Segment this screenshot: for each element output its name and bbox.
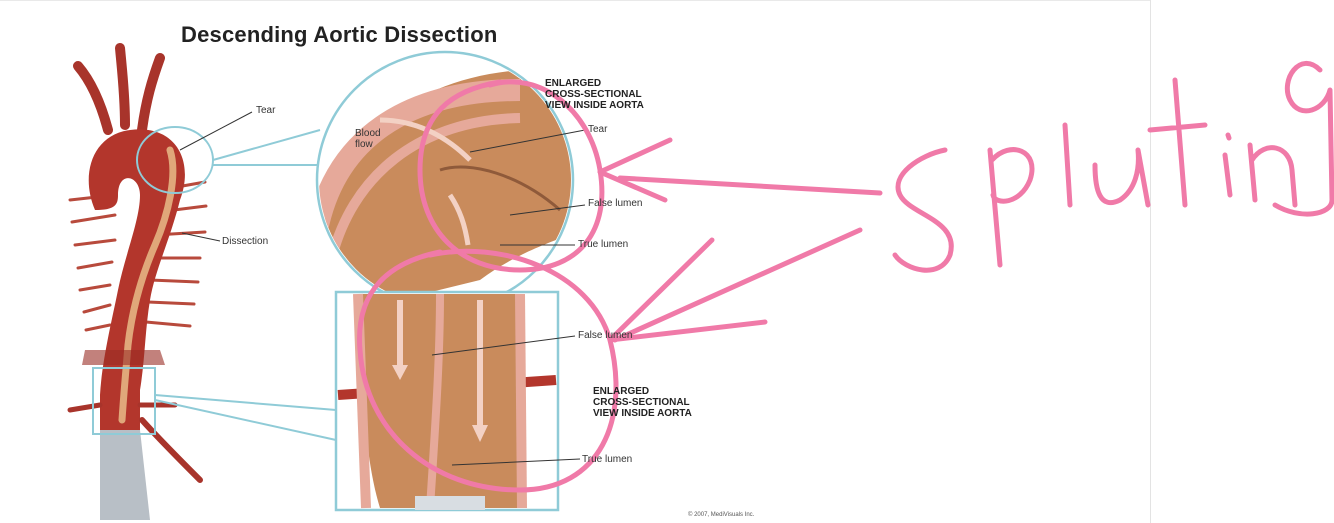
heading-top-line-1: ENLARGED <box>545 78 644 89</box>
iliac-branch <box>142 420 200 480</box>
label-tear-main: Tear <box>256 105 275 116</box>
heading-bottom-line-3: VIEW INSIDE AORTA <box>593 408 692 419</box>
copyright-notice: © 2007, MediVisuals Inc. <box>688 512 754 518</box>
heading-top-line-2: CROSS-SECTIONAL <box>545 89 644 100</box>
heading-bottom-line-2: CROSS-SECTIONAL <box>593 397 692 408</box>
heading-bottom-inset: ENLARGED CROSS-SECTIONAL VIEW INSIDE AOR… <box>593 386 692 419</box>
label-false-lumen-top: False lumen <box>588 198 642 209</box>
lower-aorta <box>100 430 150 520</box>
heading-top-line-3: VIEW INSIDE AORTA <box>545 100 644 111</box>
arch-branch-1 <box>78 66 108 130</box>
aorta-illustration <box>70 48 206 520</box>
label-true-lumen-top: True lumen <box>578 239 628 250</box>
label-false-lumen-bottom: False lumen <box>578 330 632 341</box>
arch-branch-2 <box>120 48 125 125</box>
label-true-lumen-bottom: True lumen <box>582 454 632 465</box>
label-tear-inset: Tear <box>588 124 607 135</box>
annotation-arrow-bottom <box>610 230 860 340</box>
heading-bottom-line-1: ENLARGED <box>593 386 692 397</box>
annotation-arrow-top <box>600 140 880 200</box>
arch-branch-3 <box>142 58 160 130</box>
label-blood-flow: Blood flow <box>355 128 381 150</box>
heading-top-inset: ENLARGED CROSS-SECTIONAL VIEW INSIDE AOR… <box>545 78 644 111</box>
diaphragm-band <box>82 350 165 365</box>
handwritten-splitting-stroke <box>895 63 1332 270</box>
top-inset <box>317 52 580 320</box>
diagram-title: Descending Aortic Dissection <box>181 22 498 48</box>
label-dissection: Dissection <box>222 236 268 247</box>
